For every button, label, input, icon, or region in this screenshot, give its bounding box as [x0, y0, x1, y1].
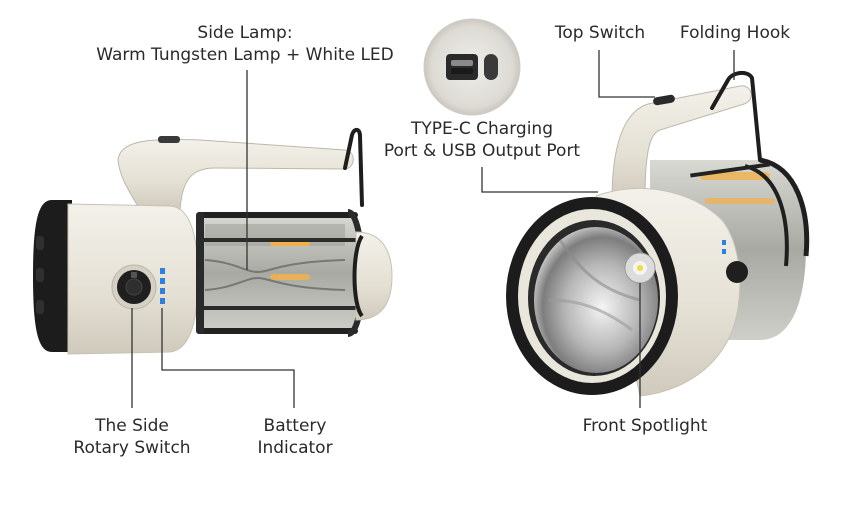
typec-label-line2: Port & USB Output Port	[383, 141, 581, 161]
front-spotlight-led	[624, 252, 656, 284]
side-rotary-switch-label: The Side Rotary Switch	[64, 415, 200, 459]
battery-indicator-label-line1: Battery	[263, 416, 327, 436]
front-spotlight-label: Front Spotlight	[572, 415, 718, 437]
side-lamp-label: Side Lamp: Warm Tungsten Lamp + White LE…	[95, 22, 395, 66]
callout-lines	[131, 50, 735, 408]
side-rotary-switch-label-line1: The Side	[95, 416, 169, 436]
typec-port-icon	[484, 54, 498, 80]
right-lantern	[506, 71, 810, 397]
battery-indicator-label: Battery Indicator	[242, 415, 348, 459]
side-rotary-switch	[111, 264, 157, 310]
right-folding-hook	[710, 71, 762, 162]
left-end-cap	[355, 231, 393, 321]
battery-indicator-label-line2: Indicator	[257, 438, 333, 458]
top-switch-button-left	[158, 136, 180, 143]
folding-hook-label-text: Folding Hook	[679, 23, 791, 43]
side-rotary-switch-label-line2: Rotary Switch	[73, 438, 191, 458]
top-switch-label-text: Top Switch	[554, 23, 646, 43]
right-battery-leds	[722, 240, 726, 254]
typec-callout-line	[481, 167, 598, 193]
front-spotlight-label-text: Front Spotlight	[582, 416, 708, 436]
typec-port-inset	[423, 18, 521, 116]
left-lantern	[33, 127, 393, 355]
top-switch-label: Top Switch	[548, 22, 652, 44]
top-switch-button-right	[653, 94, 675, 106]
typec-label-line1: TYPE-C Charging	[410, 119, 553, 139]
side-lamp-label-line2: Warm Tungsten Lamp + White LED	[96, 45, 394, 65]
left-handle	[117, 138, 354, 211]
battery-indicator-callout-line	[161, 308, 295, 408]
battery-indicator-leds	[160, 268, 165, 304]
right-handle	[611, 85, 752, 201]
side-lamp-cage	[196, 209, 366, 337]
left-folding-hook	[343, 127, 364, 207]
right-rotary-switch	[726, 261, 748, 283]
typec-label: TYPE-C Charging Port & USB Output Port	[372, 118, 592, 162]
side-lamp-label-line1: Side Lamp:	[197, 23, 293, 43]
folding-hook-label: Folding Hook	[672, 22, 798, 44]
top-switch-callout-line	[598, 50, 655, 98]
